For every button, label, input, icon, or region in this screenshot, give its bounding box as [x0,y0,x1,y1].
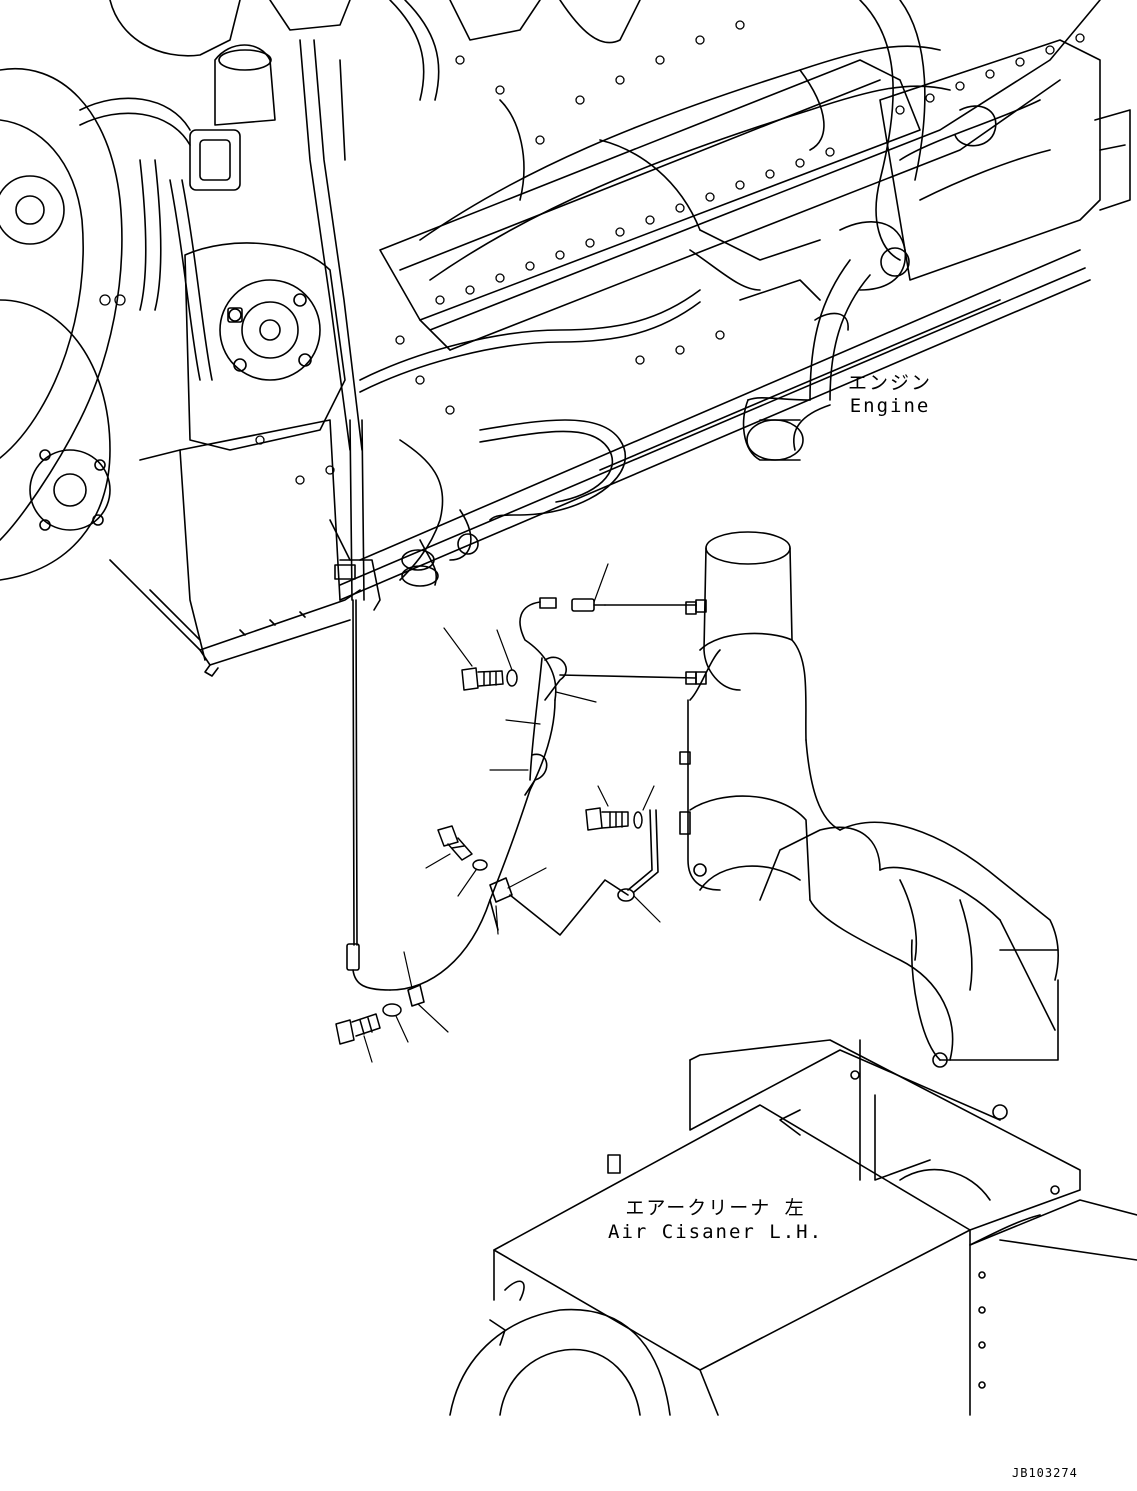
drawing-id: JB103274 [1012,1466,1078,1480]
bolt-icon [461,667,504,691]
engine-label-jp: エンジン [848,372,933,394]
callout-lines [363,563,661,1063]
washer-icon [506,669,518,687]
sensor-harness [346,597,707,1007]
intake-duct [679,531,1060,1120]
washer-icon [472,859,488,871]
engine-label-en: Engine [849,395,931,417]
air-cleaner-box [449,1039,1137,1416]
air-cleaner-label-jp: エアークリーナ 左 [625,1197,806,1219]
air-cleaner-label: エアークリーナ 左 Air Cisaner L.H. [608,1196,823,1244]
washer-icon [382,1003,402,1017]
bolt-icon [585,807,629,831]
bolt-icon [335,1013,381,1045]
fasteners [335,667,643,1045]
air-cleaner-label-en: Air Cisaner L.H. [608,1221,824,1243]
bolt-icon [437,825,473,861]
washer-icon [633,811,643,829]
engine-label: エンジン Engine [848,372,932,418]
engine-assembly [0,0,1131,677]
